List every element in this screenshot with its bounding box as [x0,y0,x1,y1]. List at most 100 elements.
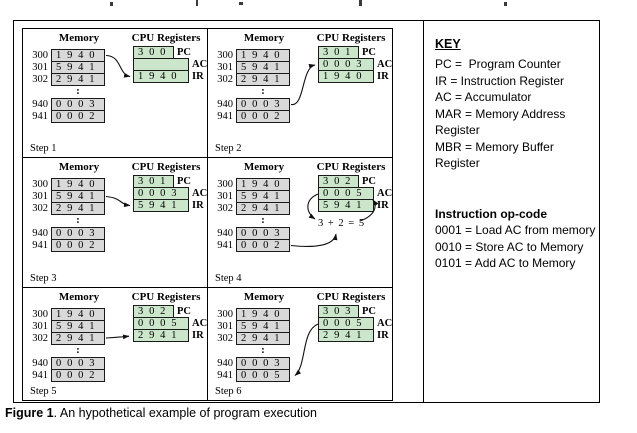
memory-cell: 2 9 4 1 [51,202,105,215]
memory-address: 301 [217,321,233,332]
cropped-text-fragment [196,0,198,6]
memory-cell: 1 9 4 0 [236,178,290,191]
figure-caption-text: . An hypothetical example of program exe… [53,406,317,420]
cropped-text-fragment [110,2,113,6]
memory-cell: 2 9 4 1 [51,332,105,345]
memory-cell: 1 9 4 0 [51,49,105,62]
memory-row: 301 5 9 4 1 [25,190,105,203]
memory-address: 301 [32,321,48,332]
memory-row: 941 0 0 0 2 [25,239,105,252]
memory-cell: 1 9 4 0 [236,49,290,62]
ir-register: 5 9 4 1 [318,199,374,212]
pc-label: PC [362,176,376,187]
ac-label: AC [192,318,207,329]
memory-row: 301 5 9 4 1 [25,61,105,74]
step-panel: Memory CPU Registers 300 1 9 4 0 301 5 9… [23,288,207,400]
memory-cell: 2 9 4 1 [236,202,290,215]
memory-cell: 0 0 0 5 [236,369,290,382]
step-panel: Memory CPU Registers 300 1 9 4 0 301 5 9… [208,158,392,287]
memory-row: 301 5 9 4 1 [210,61,290,74]
ac-register: 0 0 0 3 [133,187,189,200]
memory-address: 940 [32,99,48,110]
cpu-registers-header: CPU Registers [131,291,201,303]
memory-row: 302 2 9 4 1 [210,73,290,86]
key-entry: MBR = Memory Buffer [435,139,554,154]
memory-cell: 2 9 4 1 [51,73,105,86]
memory-address: 301 [32,191,48,202]
memory-header: Memory [58,161,100,173]
memory-cell: 2 9 4 1 [236,332,290,345]
memory-cell: 5 9 4 1 [236,190,290,203]
cpu-registers-header: CPU Registers [316,161,386,173]
memory-address: 300 [217,50,233,61]
ir-register: 1 9 4 0 [133,70,189,83]
memory-block: 300 1 9 4 0 301 5 9 4 1 302 2 9 4 1 : 94… [25,308,105,382]
memory-row: 300 1 9 4 0 [210,178,290,191]
ac-label: AC [192,188,207,199]
step-panel: Memory CPU Registers 300 1 9 4 0 301 5 9… [23,29,207,157]
figure-caption-label: Figure 1 [5,406,54,420]
memory-address: 302 [217,203,233,214]
pc-label: PC [177,176,191,187]
key-entry: Register [435,123,480,137]
key-entry: AC = Accumulator [435,90,532,104]
step-label: Step 5 [30,386,57,397]
sum-annotation: 3 + 2 = 5 [318,218,366,229]
cpu-registers-header: CPU Registers [131,32,201,44]
pc-label: PC [177,47,191,58]
memory-cell: 0 0 0 2 [51,110,105,123]
pc-register: 3 0 0 [133,46,174,59]
memory-address: 300 [217,309,233,320]
memory-row: 302 2 9 4 1 [25,332,105,345]
memory-address: 941 [32,370,48,381]
memory-row: 302 2 9 4 1 [210,202,290,215]
ir-label: IR [377,330,389,341]
key-title: KEY [435,37,461,51]
pc-register: 3 0 2 [318,175,359,188]
ac-label: AC [377,188,392,199]
memory-block: 300 1 9 4 0 301 5 9 4 1 302 2 9 4 1 : 94… [25,178,105,252]
memory-address: 941 [217,111,233,122]
ir-label: IR [377,200,389,211]
step-label: Step 2 [215,143,242,154]
memory-ellipsis: : [76,85,80,97]
memory-address: 941 [217,370,233,381]
memory-block: 300 1 9 4 0 301 5 9 4 1 302 2 9 4 1 : 94… [210,308,290,382]
memory-row: 940 0 0 0 3 [210,357,290,370]
memory-block: 300 1 9 4 0 301 5 9 4 1 302 2 9 4 1 : 94… [210,178,290,252]
ac-label: AC [192,59,207,70]
memory-row: 302 2 9 4 1 [25,73,105,86]
ir-label: IR [192,200,204,211]
memory-cell: 0 0 0 2 [51,369,105,382]
ac-label: AC [377,318,392,329]
cpu-registers-header: CPU Registers [316,32,386,44]
memory-address: 300 [217,179,233,190]
ir-register: 1 9 4 0 [318,70,374,83]
memory-block: 300 1 9 4 0 301 5 9 4 1 302 2 9 4 1 : 94… [25,49,105,123]
memory-row: 941 0 0 0 5 [210,369,290,382]
opcode-title: Instruction op-code [435,206,547,221]
step-panel: Memory CPU Registers 300 1 9 4 0 301 5 9… [23,158,207,287]
figure-table: Memory CPU Registers 300 1 9 4 0 301 5 9… [13,20,600,403]
cropped-text-fragment [359,0,362,6]
memory-row: 940 0 0 0 3 [25,357,105,370]
memory-address: 302 [32,333,48,344]
memory-ellipsis: : [261,214,265,226]
memory-row: 301 5 9 4 1 [210,320,290,333]
memory-header: Memory [58,32,100,44]
ir-label: IR [192,71,204,82]
memory-address: 941 [32,240,48,251]
step-label: Step 4 [215,273,242,284]
memory-block: 300 1 9 4 0 301 5 9 4 1 302 2 9 4 1 : 94… [210,49,290,123]
memory-address: 941 [217,240,233,251]
memory-cell: 2 9 4 1 [236,73,290,86]
step-panel: Memory CPU Registers 300 1 9 4 0 301 5 9… [208,288,392,400]
memory-address: 940 [32,358,48,369]
memory-row: 940 0 0 0 3 [25,227,105,240]
ac-label: AC [377,59,392,70]
memory-header: Memory [243,161,285,173]
pc-register: 3 0 1 [318,46,359,59]
memory-address: 301 [32,62,48,73]
ir-register: 5 9 4 1 [133,199,189,212]
